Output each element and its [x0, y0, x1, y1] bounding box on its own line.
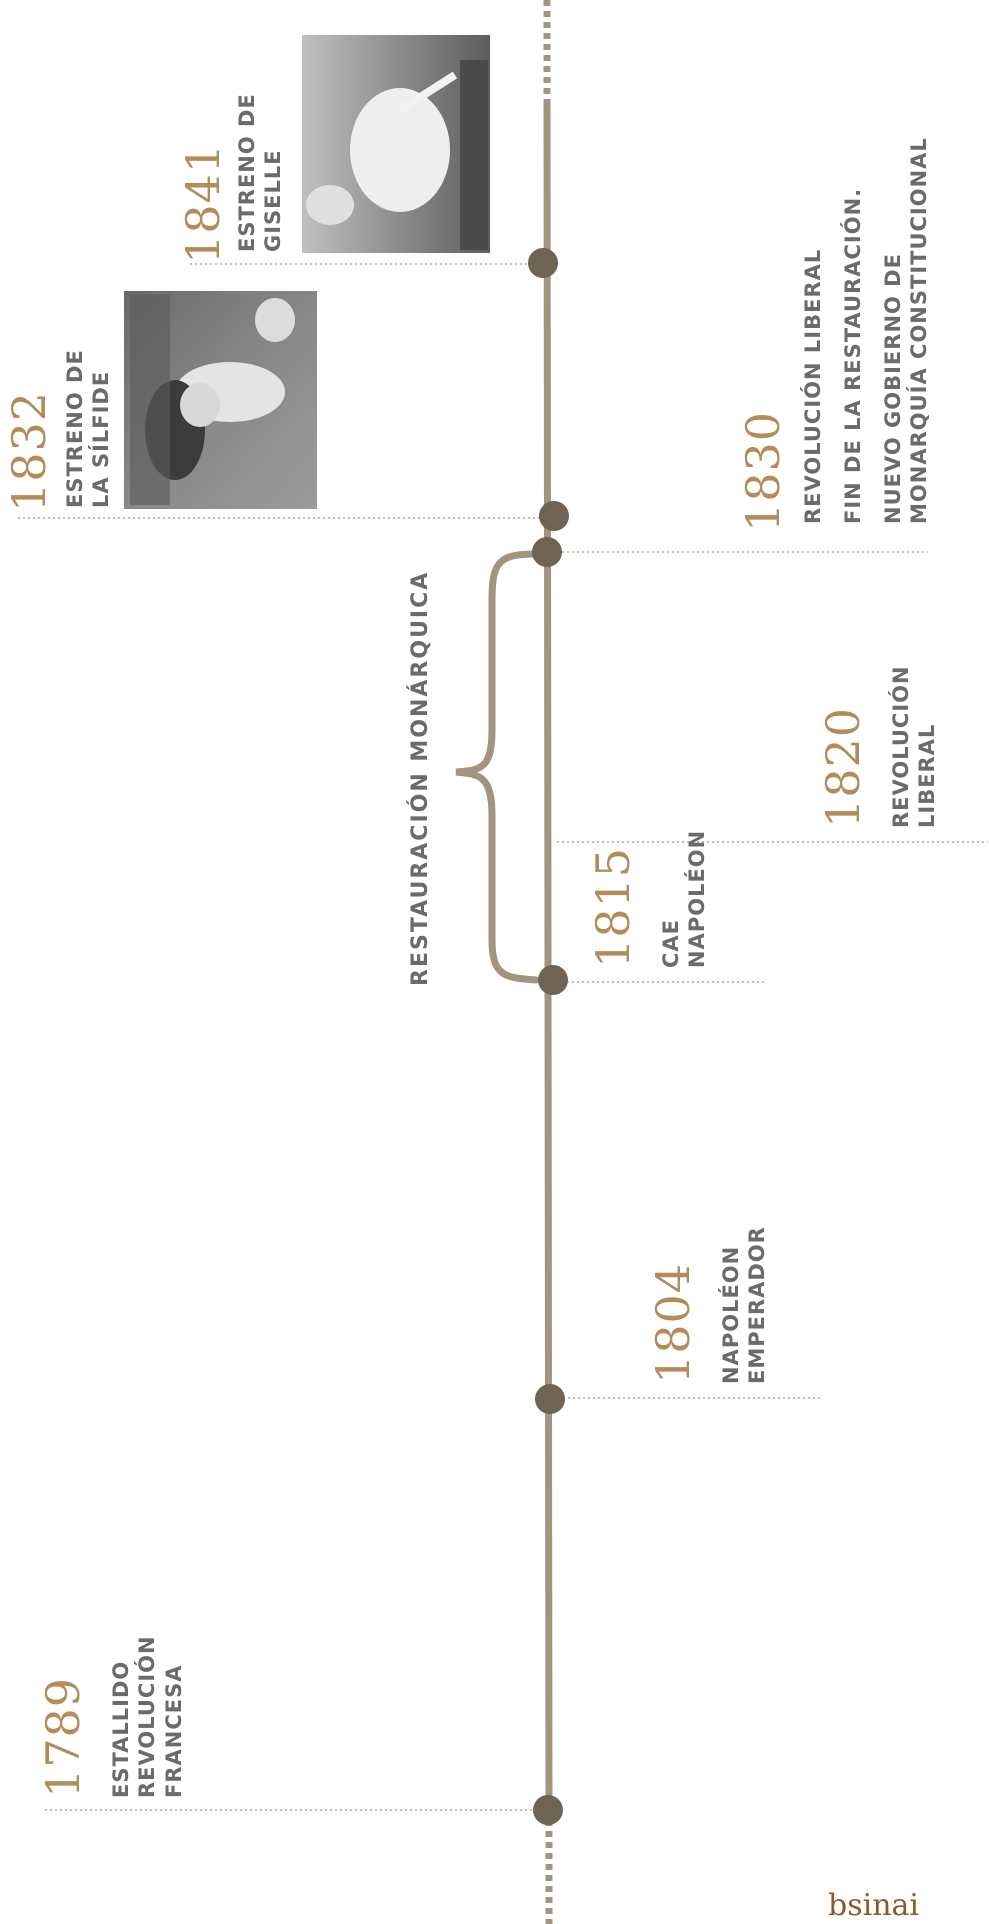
event-line: ESTALLIDO: [109, 1660, 133, 1798]
dot-1815: [538, 965, 568, 995]
la-silfide-image: [124, 291, 317, 509]
event-line: GISELLE: [261, 149, 286, 252]
event-line: NAPOLÉON: [685, 829, 710, 968]
event-line: NUEVO GOBIERNO DE: [880, 253, 905, 524]
dot-1804: [535, 1384, 565, 1414]
event-line: EMPERADOR: [745, 1226, 770, 1384]
event-line: ESTRENO DE: [63, 349, 87, 508]
timeline-axis: [543, 99, 553, 1821]
event-line: LIBERAL: [915, 723, 940, 828]
event-line: LA SÍLFIDE: [89, 370, 114, 508]
event-label-1841: ESTRENO DE GISELLE: [234, 93, 287, 252]
event-label-1830: REVOLUCIÓN LIBERAL FIN DE LA RESTAURACIÓ…: [794, 137, 932, 524]
event-line: FIN DE LA RESTAURACIÓN.: [840, 187, 865, 524]
year-1832: 1832: [2, 390, 56, 512]
event-line: CAE: [659, 918, 683, 968]
event-line: REVOLUCIÓN LIBERAL: [801, 248, 825, 524]
restauracion-brace: [455, 550, 542, 984]
year-1841: 1841: [176, 142, 230, 264]
year-1804: 1804: [646, 1262, 700, 1384]
event-line: REVOLUCIÓN: [889, 665, 913, 828]
year-1830: 1830: [736, 410, 790, 532]
event-line: MONARQUÍA CONSTITUCIONAL: [907, 137, 932, 524]
dot-1830: [532, 537, 562, 567]
event-line: NAPOLÉON: [719, 1245, 743, 1384]
dot-1832: [539, 501, 569, 531]
event-line: FRANCESA: [161, 1664, 186, 1798]
event-label-1789: ESTALLIDO REVOLUCIÓN FRANCESA: [108, 1635, 187, 1798]
brand-logo-text: bsinai: [828, 1888, 919, 1923]
event-label-1815: CAE NAPOLÉON: [658, 830, 711, 968]
year-1789: 1789: [36, 1676, 90, 1798]
event-label-1832: ESTRENO DE LA SÍLFIDE: [62, 349, 115, 508]
event-line: ESTRENO DE: [235, 93, 259, 252]
event-line: REVOLUCIÓN: [135, 1635, 160, 1798]
dot-1789: [533, 1795, 563, 1825]
era-label: RESTAURACIÓN MONÁRQUICA: [408, 570, 433, 986]
event-label-1804: NAPOLÉON EMPERADOR: [718, 1226, 771, 1384]
year-1815: 1815: [586, 846, 640, 968]
dot-1841: [528, 248, 558, 278]
event-label-1820: REVOLUCIÓN LIBERAL: [888, 665, 941, 828]
year-1820: 1820: [816, 706, 870, 828]
giselle-image: [302, 35, 490, 253]
